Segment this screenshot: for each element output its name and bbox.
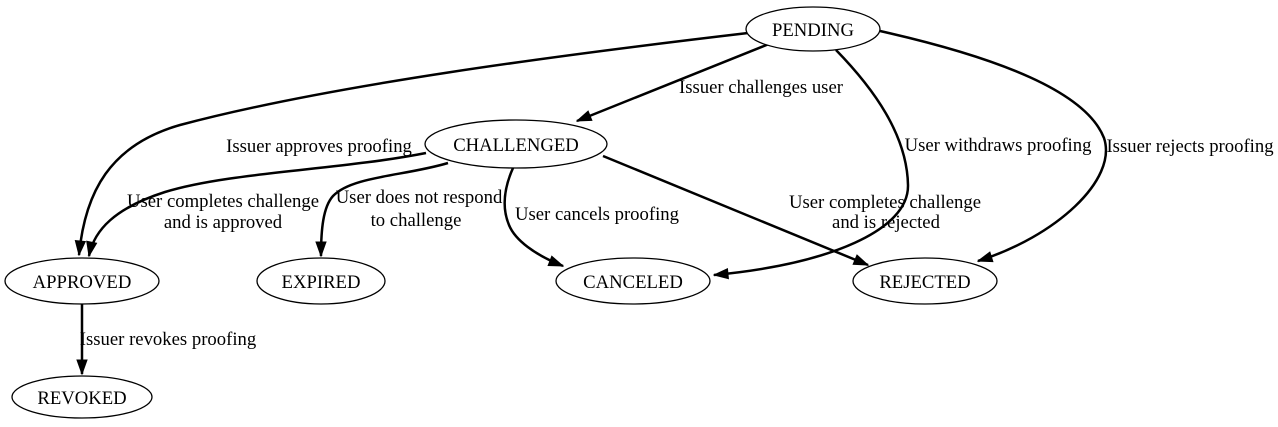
state-node-approved-ellipse (4, 257, 160, 305)
state-node-rejected: REJECTED (852, 257, 998, 305)
edge-label-user-does-not-respond-line1: User does not respond (336, 187, 503, 208)
edge-pending-approved: Issuer approves proofing (79, 31, 749, 255)
edge-pending-rejected: Issuer rejects proofing (879, 29, 1274, 263)
state-node-revoked-label: REVOKED (37, 388, 126, 409)
state-node-canceled-ellipse (555, 257, 711, 305)
edge-label-user-withdraws-proofing: User withdraws proofing (905, 135, 1092, 156)
edge-label-user-does-not-respond-line2: to challenge (371, 210, 462, 231)
edge-challenged-expired-arrow (321, 161, 449, 256)
edge-label-user-completes-challenge-approved-line2: and is approved (164, 212, 283, 233)
edge-label-issuer-approves-proofing: Issuer approves proofing (226, 136, 412, 157)
state-node-revoked-ellipse (11, 375, 153, 419)
edge-pending-challenged: Issuer challenges user (577, 42, 844, 123)
edge-challenged-canceled: User cancels proofing (503, 167, 679, 268)
state-node-approved-label: APPROVED (33, 272, 132, 293)
state-node-canceled-label: CANCELED (583, 272, 683, 293)
state-node-pending: PENDING (745, 6, 881, 52)
state-node-approved: APPROVED (4, 257, 160, 305)
edge-label-issuer-revokes-proofing: Issuer revokes proofing (80, 329, 256, 350)
state-node-challenged-label: CHALLENGED (453, 135, 579, 156)
edge-pending-canceled-arrow (714, 49, 910, 275)
edge-pending-approved-arrow (79, 31, 749, 255)
edge-pending-canceled: User withdraws proofing (714, 49, 1092, 275)
state-node-pending-ellipse (745, 6, 881, 52)
state-node-rejected-label: REJECTED (879, 272, 970, 293)
edge-challenged-canceled-arrow (503, 167, 563, 268)
edge-challenged-approved-arrow (89, 151, 427, 256)
state-node-challenged: CHALLENGED (424, 119, 608, 169)
edge-label-user-completes-challenge-rejected-line1: User completes challenge (789, 192, 981, 213)
edge-pending-rejected-arrow (879, 29, 1108, 263)
edge-label-user-completes-challenge-approved-line1: User completes challenge (127, 191, 319, 212)
state-node-rejected-ellipse (852, 257, 998, 305)
edge-pending-challenged-arrow (577, 42, 770, 123)
edge-challenged-rejected-arrow (602, 154, 868, 267)
state-node-expired-label: EXPIRED (282, 272, 361, 293)
state-node-challenged-ellipse (424, 119, 608, 169)
edge-challenged-rejected: User completes challenge and is rejected (602, 154, 981, 267)
edge-label-user-cancels-proofing: User cancels proofing (515, 204, 679, 225)
state-node-canceled: CANCELED (555, 257, 711, 305)
state-node-expired-ellipse (256, 257, 386, 305)
state-node-pending-label: PENDING (772, 20, 854, 41)
edge-label-user-completes-challenge-rejected-line2: and is rejected (832, 212, 941, 233)
edge-label-issuer-challenges-user: Issuer challenges user (679, 77, 844, 98)
edge-challenged-approved: User completes challenge and is approved (89, 151, 427, 256)
edge-approved-revoked: Issuer revokes proofing (80, 304, 256, 374)
edge-challenged-expired: User does not respond to challenge (321, 161, 503, 256)
state-node-expired: EXPIRED (256, 257, 386, 305)
state-node-revoked: REVOKED (11, 375, 153, 419)
edge-label-issuer-rejects-proofing: Issuer rejects proofing (1106, 136, 1273, 157)
